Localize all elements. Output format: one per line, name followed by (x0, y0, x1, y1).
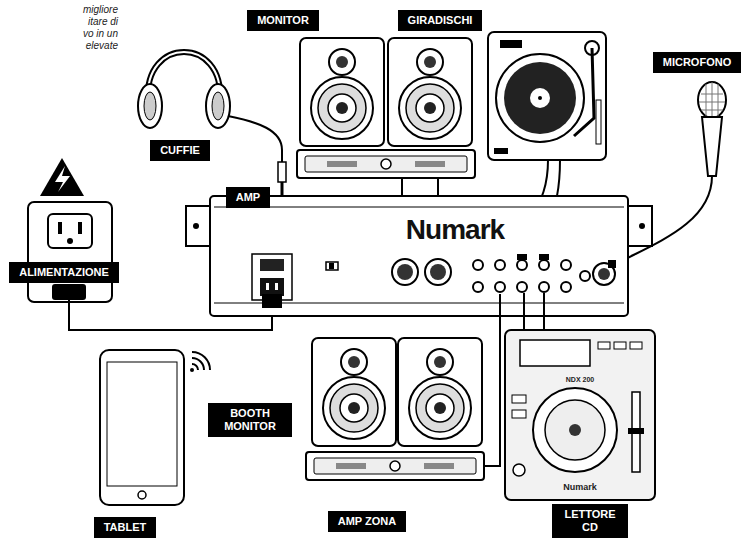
device-label: AMP (226, 187, 270, 208)
label-text: MICROFONO (663, 56, 731, 69)
device-label: GIRADISCHI (398, 10, 483, 31)
label-text: GIRADISCHI (408, 14, 473, 27)
device-label: BOOTH MONITOR (208, 403, 292, 437)
label-text: LETTORE CD (562, 508, 618, 534)
label-text: AMP ZONA (338, 515, 396, 528)
device-label: MICROFONO (653, 52, 741, 73)
label-text: CUFFIE (160, 144, 200, 157)
device-label: MONITOR (247, 10, 319, 31)
label-text: TABLET (104, 521, 147, 534)
brand-logo: Numark (406, 214, 504, 246)
label-text: BOOTH MONITOR (218, 407, 282, 433)
intro-text: migliore itare di vo in un elevate (78, 4, 118, 52)
device-label: AMP ZONA (328, 511, 406, 532)
model-name: NDX 200 (566, 376, 594, 384)
label-text: ALIMENTAZIONE (19, 266, 109, 279)
device-label: ALIMENTAZIONE (9, 262, 119, 283)
device-label: CUFFIE (150, 140, 210, 161)
label-text: MONITOR (257, 14, 309, 27)
label-text: AMP (236, 191, 260, 204)
brand-logo: Numark (563, 482, 597, 492)
device-label: LETTORE CD (552, 504, 628, 538)
device-label: TABLET (94, 517, 157, 538)
